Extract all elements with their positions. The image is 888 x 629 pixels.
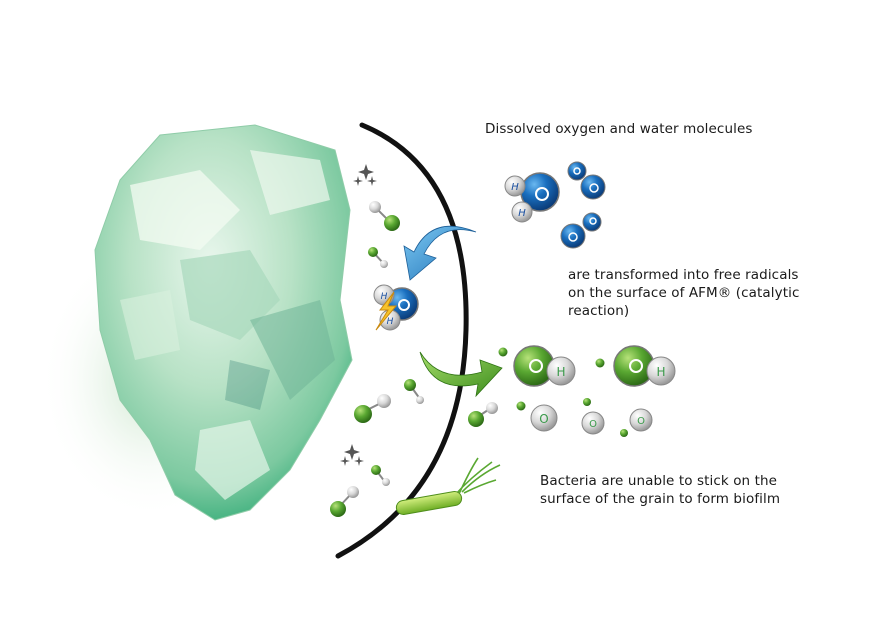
svg-text:H: H: [556, 365, 565, 379]
svg-text:H: H: [381, 292, 388, 302]
blue-arrow-icon: [403, 225, 477, 281]
molecule-small: [354, 394, 391, 423]
molecule-small: [371, 465, 390, 486]
svg-text:O: O: [589, 419, 597, 430]
bacteria-line-2: surface of the grain to form biofilm: [540, 491, 781, 507]
atomic-oxygen: O: [530, 404, 558, 432]
afm-crystal-grain: [40, 124, 353, 521]
free-radicals-line-2: on the surface of AFM® (catalytic: [568, 285, 800, 301]
bacterium: [395, 457, 501, 516]
svg-text:H: H: [656, 365, 665, 379]
free-radicals-label: are transformed into free radicals on th…: [568, 266, 800, 320]
molecule-small: [468, 402, 498, 427]
hydroxyl-radical: H: [613, 345, 676, 387]
svg-text:O: O: [539, 412, 548, 426]
free-radicals-line-3: reaction): [568, 303, 630, 319]
molecule-small: [369, 201, 400, 231]
molecule-small: [404, 379, 424, 404]
oxygen-molecule: [560, 212, 602, 249]
svg-text:H: H: [511, 182, 519, 193]
bacteria-line-1: Bacteria are unable to stick on the: [540, 473, 778, 489]
atomic-oxygen: O: [581, 411, 605, 435]
svg-text:H: H: [518, 208, 526, 219]
molecule-small: [368, 247, 388, 268]
molecule-small: [330, 486, 359, 517]
water-molecule: H H: [504, 172, 560, 223]
green-arrow-icon: [419, 351, 503, 398]
water-molecule-catalysis: H H: [373, 284, 419, 331]
oxygen-molecule: [567, 161, 606, 200]
dissolved-oxygen-label: Dissolved oxygen and water molecules: [485, 121, 753, 137]
sparkle-icon: [340, 444, 364, 466]
hydroxyl-radical: H: [513, 345, 576, 387]
svg-text:H: H: [387, 317, 394, 327]
svg-text:O: O: [637, 416, 645, 427]
bacteria-label: Bacteria are unable to stick on the surf…: [540, 472, 780, 508]
free-radicals-line-1: are transformed into free radicals: [568, 267, 799, 283]
free-radical-dots: [498, 347, 628, 437]
atomic-oxygen: O: [629, 408, 653, 432]
sparkle-icon: [353, 164, 377, 186]
lightning-icon: [375, 291, 398, 331]
